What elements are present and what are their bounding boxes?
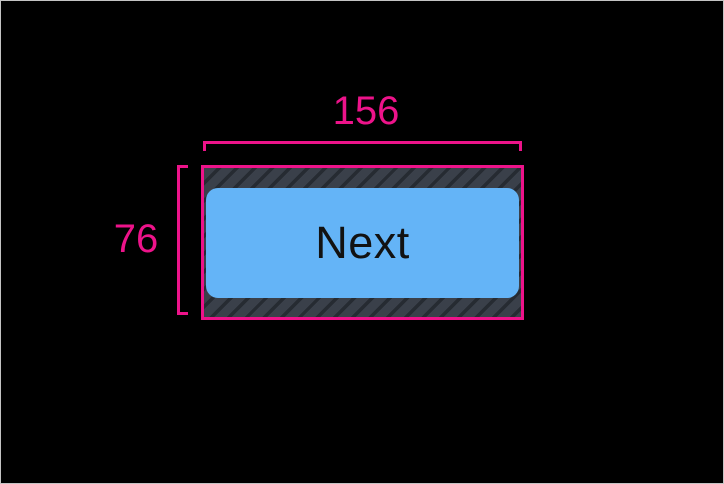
- selected-view-bounds-padding-hatch: Next: [201, 165, 524, 320]
- height-dimension-label: 76: [113, 217, 159, 261]
- width-dimension-label: 156: [332, 89, 400, 133]
- width-measure-bracket: [203, 141, 522, 151]
- next-button[interactable]: Next: [206, 188, 519, 298]
- height-measure-bracket: [177, 165, 188, 315]
- next-button-label: Next: [315, 217, 410, 268]
